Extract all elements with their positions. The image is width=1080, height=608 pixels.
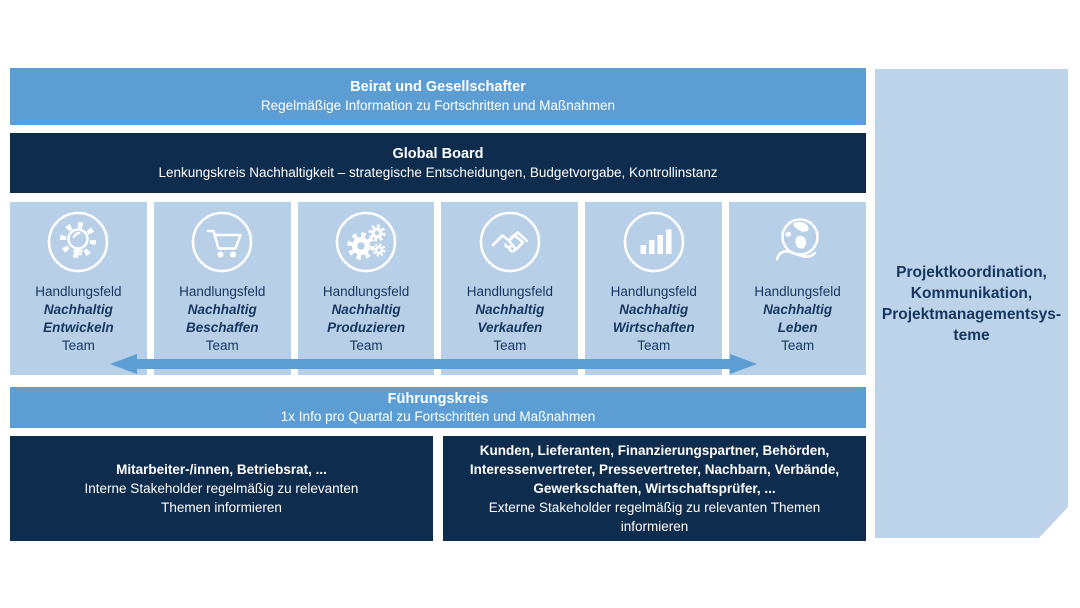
project-coordination-text: Projektkoordination,Kommunikation,Projek… [881,263,1062,344]
field-label: Handlungsfeld [754,284,841,299]
external-stakeholders-title: Kunden, Lieferanten, Finanzierungspartne… [469,443,840,496]
field-team-label: Team [493,338,527,353]
arrow-shaft [135,359,732,369]
handshake-icon [479,211,541,273]
field-focus-line2: Leben [777,320,818,335]
advisory-board-subtitle: Regelmäßige Information zu Fortschritten… [260,98,616,113]
field-team-label: Team [637,338,671,353]
arrow-left-head-icon [110,354,137,374]
field-team-label: Team [205,338,239,353]
global-board-title: Global Board [392,145,484,162]
two-way-arrow [110,354,757,374]
gears-icon [335,211,397,273]
field-label: Handlungsfeld [610,284,697,299]
field-label: Handlungsfeld [322,284,410,299]
action-field-produzieren: Handlungsfeld Nachhaltig Produzieren Tea… [297,202,435,375]
arrow-right-head-icon [730,354,757,374]
global-board-subtitle: Lenkungskreis Nachhaltigkeit – strategis… [158,164,718,180]
internal-stakeholders-title: Mitarbeiter-/innen, Betriebsrat, ... [116,462,327,477]
field-team-label: Team [781,338,815,353]
field-focus-line2: Produzieren [327,320,406,335]
field-label: Handlungsfeld [35,284,122,299]
external-stakeholders-body: Externe Stakeholder regelmäßig zu releva… [488,500,821,534]
field-label: Handlungsfeld [466,284,554,299]
action-field-beschaffen: Handlungsfeld Nachhaltig Beschaffen Team [153,202,291,375]
leadership-circle-title: Führungskreis [387,390,489,407]
globe-hand-icon [767,211,829,273]
field-team-label: Team [61,338,95,353]
leadership-circle-bar: Führungskreis 1x Info pro Quartal zu For… [10,387,866,428]
field-focus-line2: Wirtschaften [612,320,695,335]
advisory-board-bar: Beirat und Gesellschafter Regelmäßige In… [10,68,866,125]
field-focus-line1: Nachhaltig [619,302,689,317]
global-board-bar: Global Board Lenkungskreis Nachhaltigkei… [10,133,866,193]
action-field-verkaufen: Handlungsfeld Nachhaltig Verkaufen Team [441,202,579,375]
action-field-wirtschaften: Handlungsfeld Nachhaltig Wirtschaften Te… [585,202,723,375]
field-focus-line1: Nachhaltig [187,302,257,317]
action-field-entwickeln: Handlungsfeld Nachhaltig Entwickeln Team [10,202,147,375]
shopping-cart-icon [191,211,253,273]
leadership-circle-subtitle: 1x Info pro Quartal zu Fortschritten und… [280,408,596,424]
field-team-label: Team [349,338,383,353]
advisory-board-title: Beirat und Gesellschafter [350,79,526,95]
internal-stakeholders-box: Mitarbeiter-/innen, Betriebsrat, ... Int… [10,436,433,541]
action-field-leben: Handlungsfeld Nachhaltig Leben Team [729,202,866,375]
field-focus-line1: Nachhaltig [475,302,545,317]
bar-chart-icon [623,211,685,273]
external-stakeholders-box: Kunden, Lieferanten, Finanzierungspartne… [443,436,866,541]
field-focus-line1: Nachhaltig [763,302,833,317]
field-focus-line2: Verkaufen [477,320,543,335]
field-focus-line1: Nachhaltig [43,302,113,317]
field-focus-line1: Nachhaltig [331,302,401,317]
lightbulb-gear-icon [47,211,109,273]
internal-stakeholders-body: Interne Stakeholder regelmäßig zu releva… [84,481,359,515]
field-focus-line2: Beschaffen [185,320,259,335]
action-fields-row: Handlungsfeld Nachhaltig Entwickeln Team… [10,202,866,375]
field-focus-line2: Entwickeln [43,320,114,335]
field-label: Handlungsfeld [179,284,266,299]
project-coordination-panel: Projektkoordination,Kommunikation,Projek… [875,69,1068,538]
